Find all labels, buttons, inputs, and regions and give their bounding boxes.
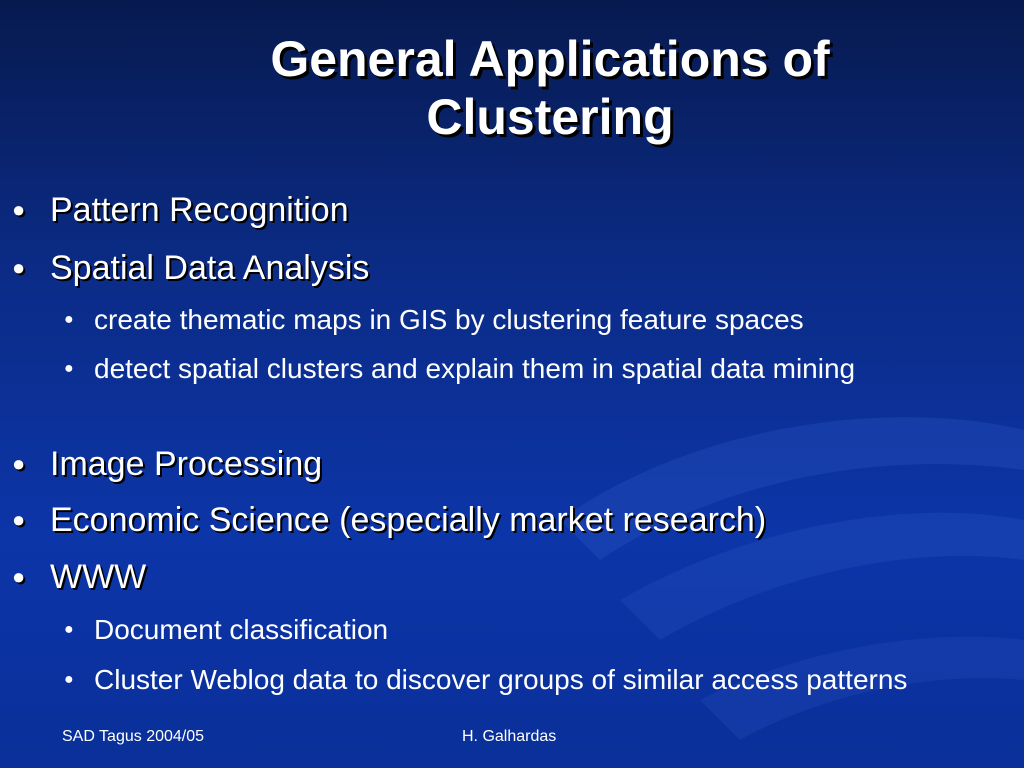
bullet-item-economic-science: ● Economic Science (especially market res… bbox=[12, 500, 766, 540]
slide-title-line-2: Clustering bbox=[426, 89, 674, 145]
footer-center: H. Galhardas bbox=[462, 728, 557, 745]
bullet-dot-icon: ● bbox=[12, 507, 26, 532]
bullet-label: Economic Science (especially market rese… bbox=[50, 501, 767, 539]
footer-left: SAD Tagus 2004/05 bbox=[62, 728, 205, 745]
sub-bullet-label: Cluster Weblog data to discover groups o… bbox=[94, 664, 908, 695]
bullet-item-www: ● WWW bbox=[12, 557, 146, 597]
sub-bullet-dot-icon: ● bbox=[64, 621, 74, 638]
slide-title: General Applications of Clustering bbox=[150, 30, 950, 146]
sub-bullet-dot-icon: ● bbox=[64, 671, 74, 688]
sub-bullet-item: ● create thematic maps in GIS by cluster… bbox=[64, 300, 964, 340]
bullet-item-image-processing: ● Image Processing bbox=[12, 444, 322, 484]
bullet-label: Pattern Recognition bbox=[50, 191, 349, 229]
sub-bullet-label: detect spatial clusters and explain them… bbox=[94, 353, 856, 384]
sub-bullet-item: ● Document classification bbox=[64, 610, 964, 650]
sub-bullet-item: ● Cluster Weblog data to discover groups… bbox=[64, 660, 964, 700]
sub-bullet-label: create thematic maps in GIS by clusterin… bbox=[94, 304, 804, 335]
bullet-dot-icon: ● bbox=[12, 451, 26, 476]
sub-bullet-item: ● detect spatial clusters and explain th… bbox=[64, 349, 964, 389]
bullet-label: WWW bbox=[50, 558, 147, 596]
bullet-label: Image Processing bbox=[50, 445, 323, 483]
bullet-label: Spatial Data Analysis bbox=[50, 249, 370, 287]
bullet-dot-icon: ● bbox=[12, 255, 26, 280]
sub-bullet-dot-icon: ● bbox=[64, 311, 74, 328]
bullet-item-spatial-data-analysis: ● Spatial Data Analysis bbox=[12, 248, 369, 288]
sub-bullet-label: Document classification bbox=[94, 614, 389, 645]
bullet-dot-icon: ● bbox=[12, 564, 26, 589]
slide-title-line-1: General Applications of bbox=[270, 31, 830, 87]
bullet-item-pattern-recognition: ● Pattern Recognition bbox=[12, 190, 349, 230]
sub-bullet-dot-icon: ● bbox=[64, 360, 74, 377]
bullet-dot-icon: ● bbox=[12, 197, 26, 222]
